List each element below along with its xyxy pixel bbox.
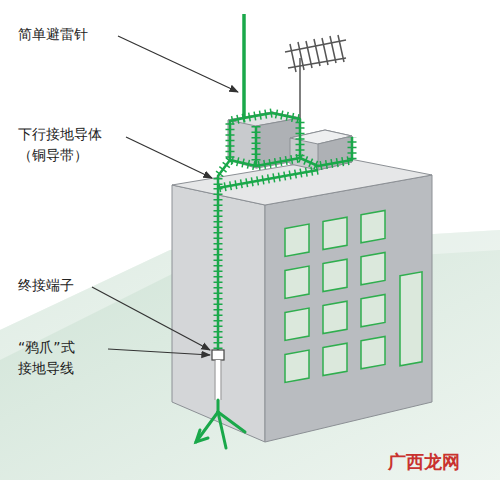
crow-foot-earth: [196, 400, 245, 448]
watermark: 广西龙网: [388, 448, 460, 475]
terminal-label: 终接端子: [18, 275, 74, 296]
leader-lines: [92, 36, 238, 355]
earth-wire-label: “鸦爪”式 接地导线: [18, 337, 75, 379]
building-right-face: [265, 175, 432, 442]
windows: [285, 210, 422, 382]
terminal: [212, 350, 224, 360]
down-conductor-label: 下行接地导体 （铜导带）: [18, 124, 102, 166]
rod-label: 简单避雷针: [18, 24, 88, 45]
lightning-conductor: [218, 14, 352, 352]
tv-antenna: [285, 35, 346, 118]
